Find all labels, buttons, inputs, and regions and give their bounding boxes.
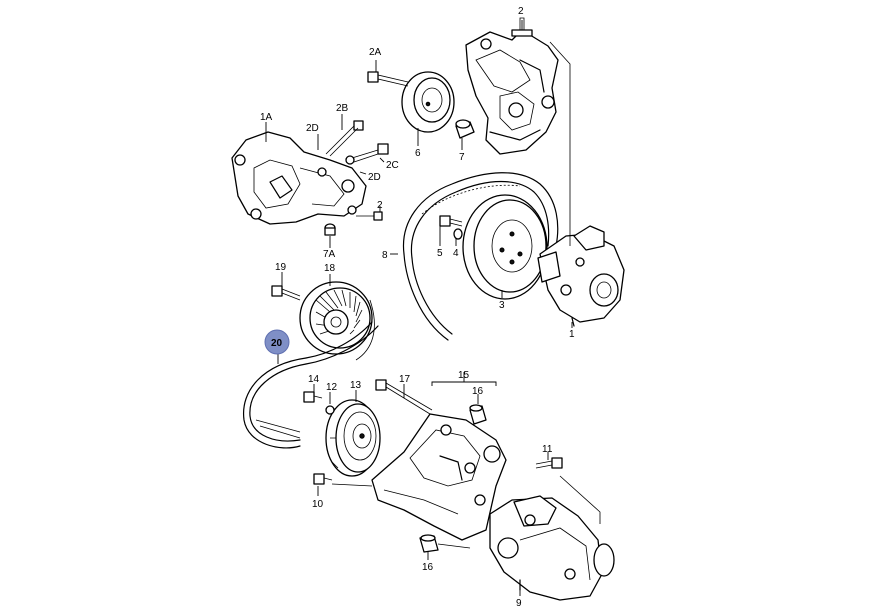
leader-lines — [265, 20, 573, 596]
label-1A: 1A — [260, 112, 273, 123]
label-7: 7 — [459, 152, 465, 163]
bolt-14 — [303, 391, 323, 403]
label-19: 19 — [275, 262, 287, 273]
bolt-11 — [535, 457, 563, 469]
highlight-marker — [264, 329, 290, 355]
bolt-2C — [351, 143, 389, 163]
steering-pump-9 — [489, 495, 615, 601]
pulley-13 — [325, 399, 381, 477]
label-17: 17 — [399, 374, 411, 385]
label-8: 8 — [382, 250, 388, 261]
label-14: 14 — [308, 374, 320, 385]
label-11: 11 — [542, 444, 553, 455]
bolt-2A — [367, 71, 409, 87]
spacer-7A — [324, 223, 336, 236]
label-1: 1 — [569, 329, 575, 340]
bracket-1A — [231, 131, 367, 225]
label-6: 6 — [415, 148, 421, 159]
label-16-upper: 16 — [472, 386, 484, 397]
leader-sleeve-16 — [437, 543, 471, 549]
tensioner-pulley-18 — [299, 281, 373, 355]
sleeve-16-upper — [469, 404, 487, 425]
label-7A: 7A — [323, 249, 336, 260]
washer-2D-lower — [347, 205, 357, 215]
bolt-2-left — [356, 211, 383, 221]
label-9: 9 — [516, 598, 522, 609]
steering-pump-1 — [537, 225, 625, 327]
label-12: 12 — [326, 382, 338, 393]
label-18: 18 — [324, 263, 336, 274]
label-3: 3 — [499, 300, 505, 311]
label-20-highlight: 20 — [264, 329, 290, 355]
label-5: 5 — [437, 248, 443, 259]
label-10: 10 — [312, 499, 324, 510]
leader-bolt-11 — [559, 475, 601, 524]
spacer-7 — [455, 119, 475, 139]
bolt-2-top — [511, 17, 533, 37]
label-16-lower: 16 — [422, 562, 434, 573]
label-2B: 2B — [336, 103, 349, 114]
label-2C: 2C — [386, 160, 399, 171]
pulley-6 — [401, 71, 455, 133]
washer-2D-upper — [345, 155, 355, 165]
label-20: 20 — [271, 338, 283, 349]
belt-20 — [242, 299, 379, 449]
label-2A: 2A — [369, 47, 382, 58]
leader-pump-bracket — [549, 41, 571, 246]
label-2-left: 2 — [377, 200, 383, 211]
label-4: 4 — [453, 248, 459, 259]
washer-4 — [453, 228, 463, 240]
bolt-5 — [439, 215, 463, 227]
upper-pump-bracket — [465, 29, 559, 155]
pulley-3 — [462, 194, 548, 300]
label-13: 13 — [350, 380, 362, 391]
label-2-top: 2 — [518, 6, 524, 17]
belt-8 — [402, 172, 559, 341]
part-labels: 2 2A 2B 1A 2D 2C 2D 2 7A 6 7 8 5 4 3 1 1… — [260, 6, 575, 609]
label-15: 15 — [458, 370, 470, 381]
label-2D-lower: 2D — [368, 172, 381, 183]
leader-bolt-10 — [331, 483, 373, 487]
label-2D-upper: 2D — [306, 123, 319, 134]
bolt-19 — [271, 285, 301, 301]
washer-12 — [325, 405, 335, 415]
bolt-10 — [313, 473, 333, 485]
sleeve-16-lower — [419, 534, 439, 553]
bolt-2B — [325, 120, 364, 157]
bolt-17 — [375, 379, 433, 415]
bracket-15 — [371, 413, 507, 541]
